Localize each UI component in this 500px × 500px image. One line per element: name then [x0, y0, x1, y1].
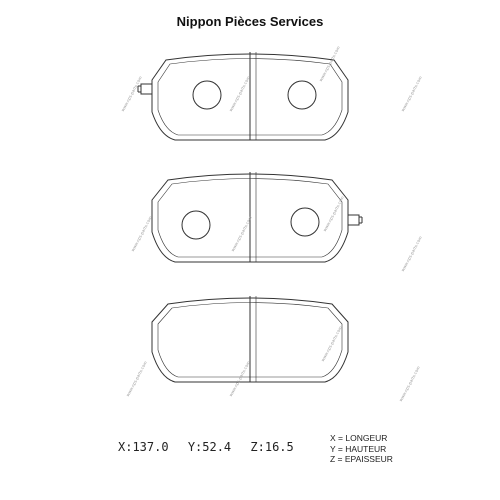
brake-pad-3 [151, 296, 349, 383]
legend-z: Z = EPAISSEUR [330, 454, 393, 464]
dimension-values: X:137.0 Y:52.4 Z:16.5 [118, 440, 294, 454]
dimension-legend: X = LONGEUR Y = HAUTEUR Z = EPAISSEUR [330, 433, 393, 465]
legend-x: X = LONGEUR [330, 433, 388, 443]
dimension-z: Z:16.5 [250, 440, 294, 454]
dimension-x: X:137.0 [118, 440, 169, 454]
brand-title: Nippon Pièces Services [176, 14, 324, 29]
legend-y: Y = HAUTEUR [330, 443, 387, 454]
brake-pad-1 [137, 52, 349, 141]
dimension-y: Y:52.4 [187, 440, 232, 454]
brake-pad-2 [151, 172, 363, 263]
